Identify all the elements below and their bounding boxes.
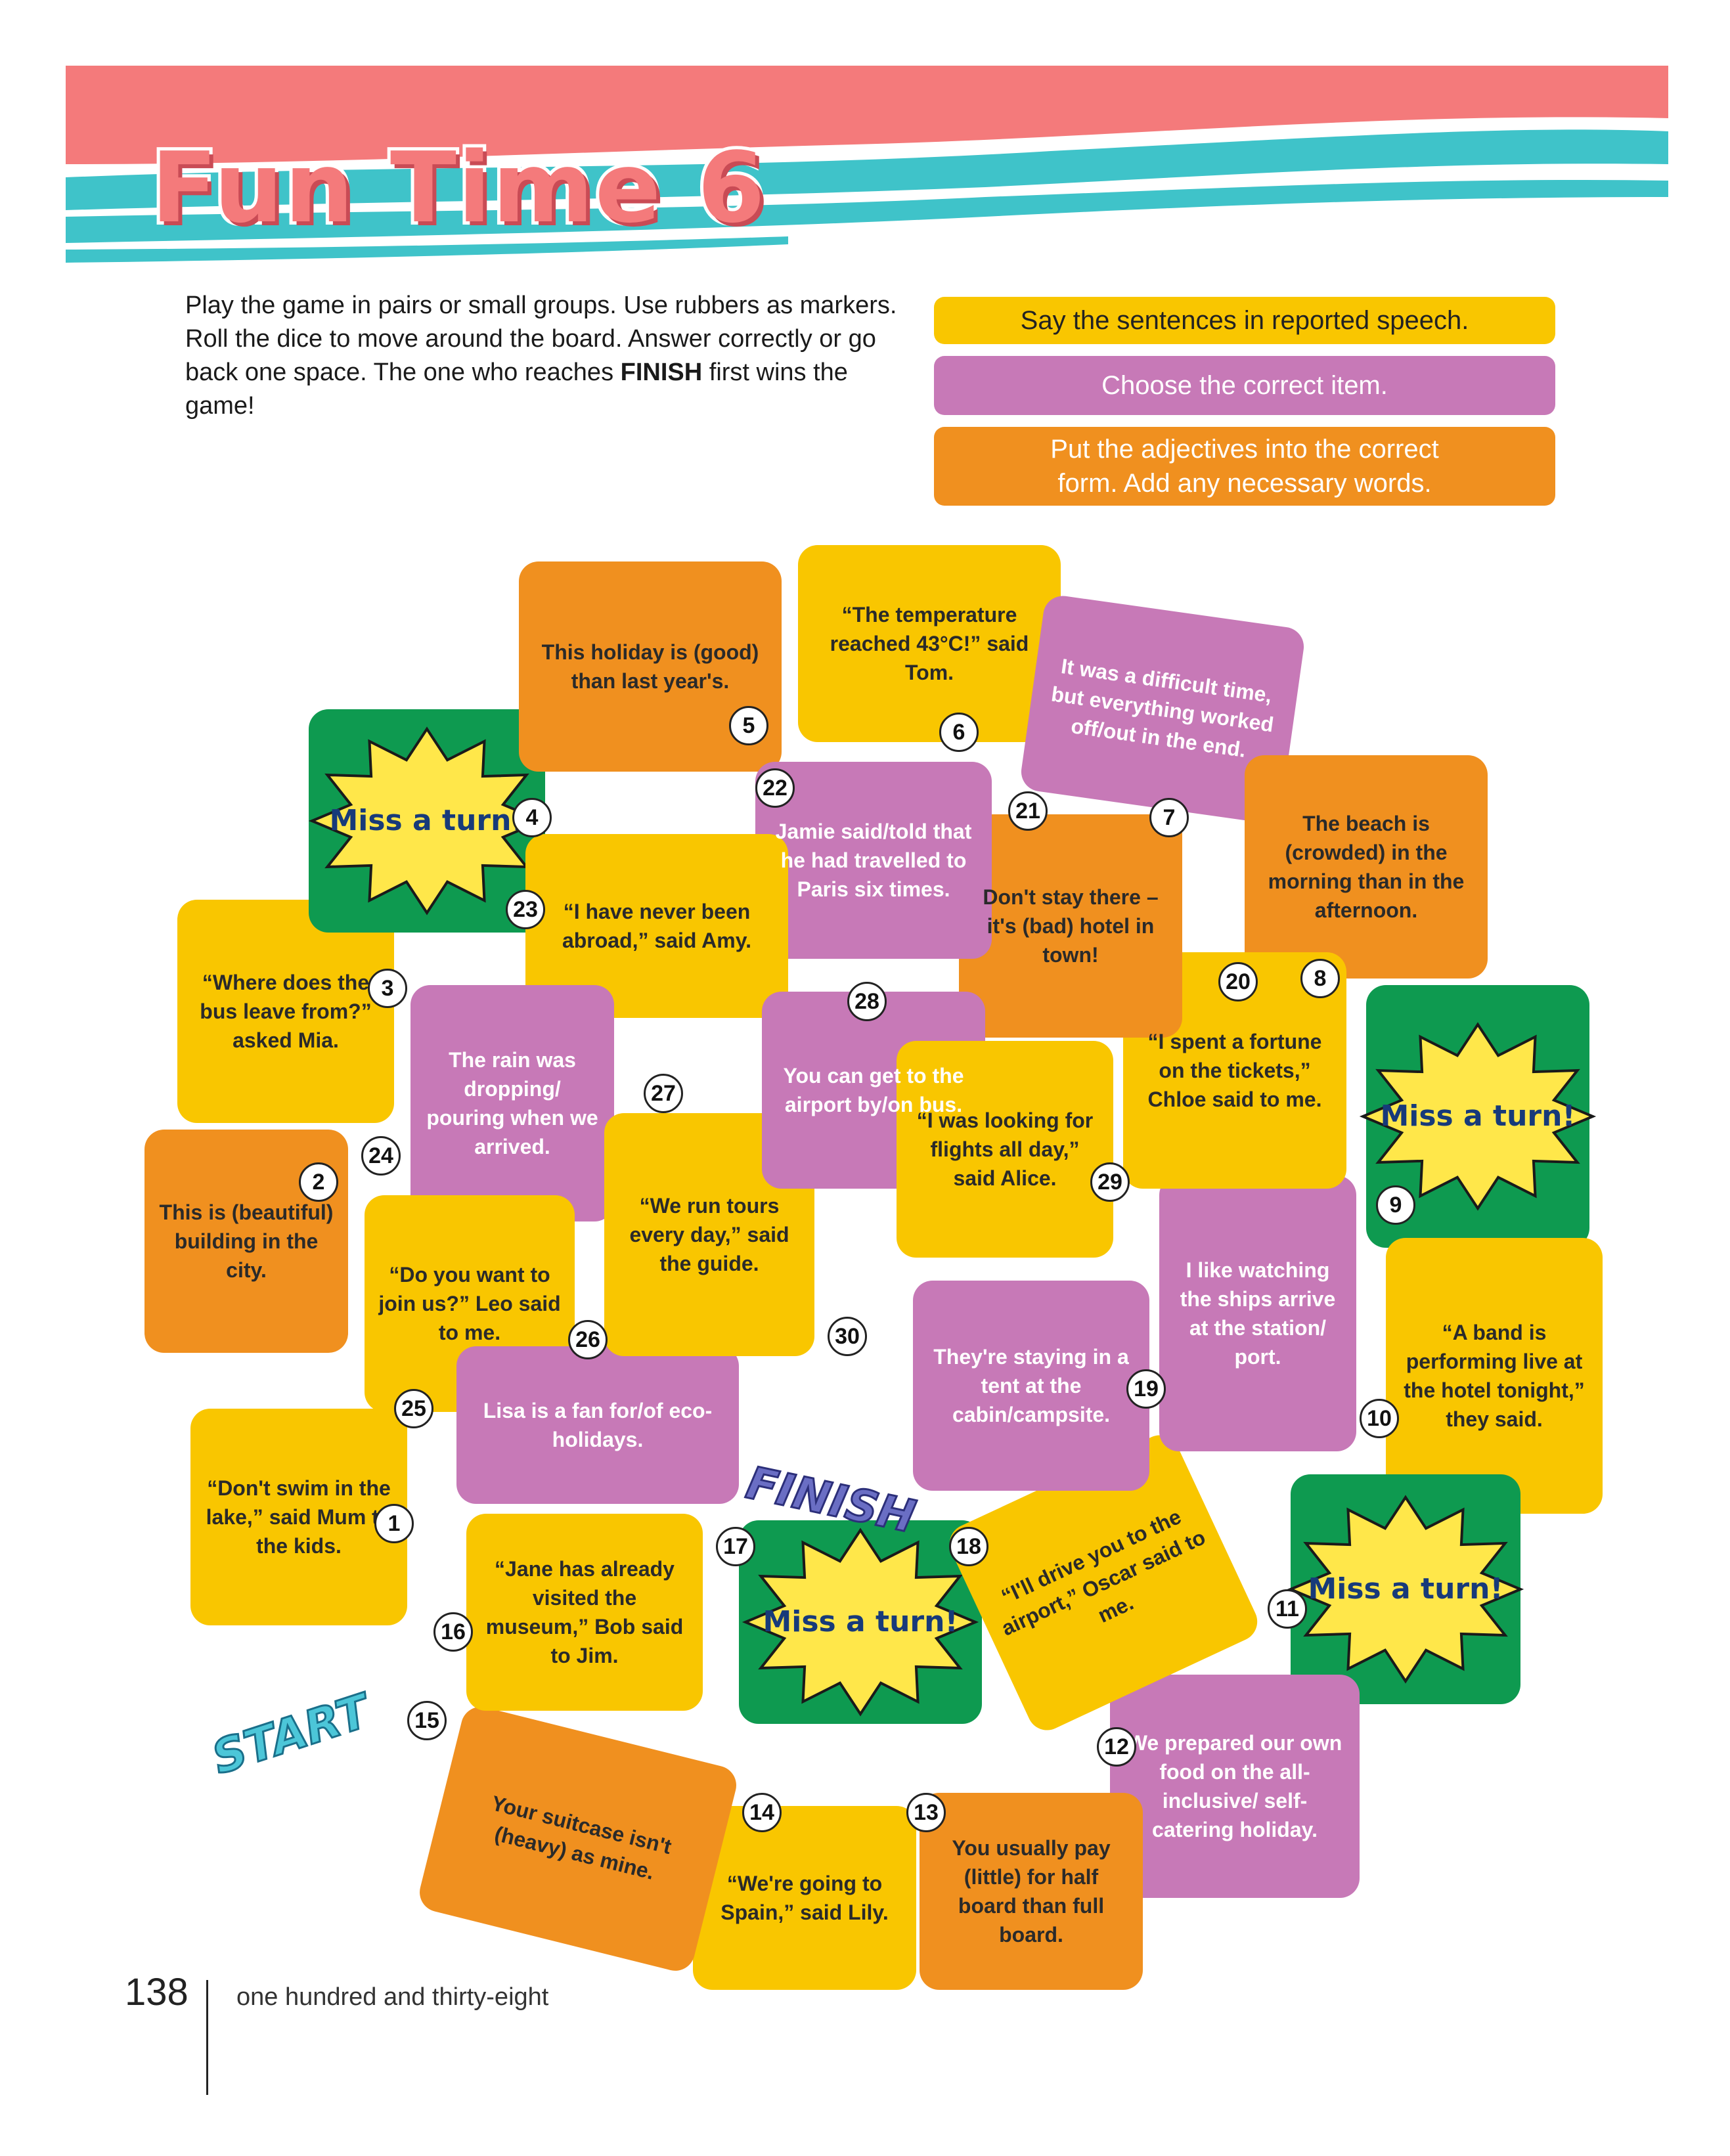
- board-space-6: “The temperature reached 43°C!” said Tom…: [830, 603, 1029, 684]
- space-number-8: 8: [1300, 959, 1340, 998]
- space-number-12: 12: [1097, 1727, 1136, 1767]
- space-number-28: 28: [847, 982, 887, 1021]
- space-shape-23: [525, 834, 788, 1018]
- space-shape-5: [519, 561, 782, 772]
- board-space-4: Miss a turn!: [329, 804, 525, 837]
- page-number-words: one hundred and thirty-eight: [236, 1983, 549, 2011]
- board-space-23: “I have never been abroad,” said Amy.: [562, 900, 752, 952]
- space-number-1: 1: [374, 1504, 414, 1543]
- space-shape-27: [604, 1113, 814, 1356]
- board-space-30: They're staying in a tent at the cabin/c…: [933, 1345, 1129, 1426]
- board-space-24: The rain was dropping/ pouring when we a…: [426, 1048, 598, 1158]
- space-number-15: 15: [407, 1701, 447, 1740]
- space-number-2: 2: [299, 1162, 338, 1202]
- page-number: 138: [125, 1971, 189, 2013]
- space-number-24: 24: [361, 1136, 401, 1176]
- space-number-30: 30: [828, 1317, 867, 1356]
- space-number-13: 13: [906, 1793, 946, 1832]
- header-banner: [66, 66, 1668, 263]
- space-shape-30: [913, 1281, 1149, 1491]
- board-space-9: Miss a turn!: [1380, 1099, 1576, 1133]
- space-number-4: 4: [512, 798, 552, 837]
- legend-reported-speech: Say the sentences in reported speech.: [934, 297, 1555, 344]
- space-number-6: 6: [939, 713, 979, 752]
- space-number-23: 23: [506, 890, 545, 929]
- space-number-29: 29: [1090, 1162, 1130, 1202]
- miss-turn-starburst-9: [1359, 1022, 1597, 1211]
- space-number-17: 17: [716, 1527, 755, 1566]
- space-number-10: 10: [1360, 1399, 1399, 1438]
- space-shape-29: [897, 1041, 1113, 1258]
- board-space-1: “Don't swim in the lake,” said Mum to th…: [206, 1476, 392, 1558]
- board-space-3: “Where does the bus leave from?” asked M…: [200, 971, 372, 1052]
- space-number-5: 5: [729, 706, 768, 745]
- board-space-17: Miss a turn!: [763, 1605, 958, 1639]
- space-number-26: 26: [568, 1320, 608, 1359]
- board-space-27: “We run tours every day,” said the guide…: [629, 1194, 789, 1275]
- space-shape-16: [466, 1514, 703, 1711]
- legend-adjectives-label: Put the adjectives into the correct form…: [1050, 435, 1439, 498]
- space-shape-2: [144, 1130, 348, 1353]
- space-number-11: 11: [1268, 1589, 1307, 1629]
- space-number-7: 7: [1149, 798, 1189, 837]
- board-space-12: We prepared our own food on the all-incl…: [1127, 1731, 1342, 1841]
- board-space-22: Jamie said/told that he had travelled to…: [775, 820, 972, 901]
- board-space-2: This is (beautiful) building in the city…: [159, 1200, 334, 1282]
- space-shape-19: [1159, 1176, 1356, 1451]
- board-space-11: Miss a turn!: [1308, 1572, 1503, 1606]
- space-shape-21: [959, 814, 1182, 1038]
- space-number-16: 16: [433, 1612, 473, 1652]
- miss-turn-starburst-17: [742, 1528, 979, 1717]
- space-number-3: 3: [368, 969, 407, 1008]
- space-shape-13: [920, 1793, 1143, 1990]
- space-shape-26: [456, 1346, 739, 1504]
- space-number-14: 14: [742, 1793, 782, 1832]
- instructions-text: Play the game in pairs or small groups. …: [185, 292, 897, 386]
- page-title: Fun Time 6: [148, 128, 768, 248]
- space-shape-10: [1386, 1238, 1603, 1514]
- legend-adjectives: Put the adjectives into the correct form…: [934, 427, 1555, 506]
- board-space-21: Don't stay there – it's (bad) hotel in t…: [983, 885, 1159, 967]
- board-space-5: This holiday is (good) than last year's.: [541, 640, 759, 693]
- board-space-28: You can get to the airport by/on bus.: [783, 1064, 964, 1116]
- board-space-20: “I spent a fortune on the tickets,” Chlo…: [1147, 1030, 1322, 1111]
- space-number-21: 21: [1008, 791, 1048, 831]
- space-number-27: 27: [644, 1074, 683, 1113]
- board-space-10: “A band is performing live at the hotel …: [1404, 1321, 1585, 1431]
- space-shape-14: [693, 1806, 916, 1990]
- footer-divider: [206, 1980, 208, 2095]
- game-board: [144, 545, 1603, 1990]
- space-shape-7: [1021, 596, 1304, 823]
- board-space-13: You usually pay (little) for half board …: [952, 1836, 1111, 1947]
- space-shape-8: [1245, 755, 1488, 979]
- space-shape-1: [190, 1409, 407, 1625]
- space-shape-18: [949, 1435, 1258, 1730]
- legend-correct-item: Choose the correct item.: [934, 356, 1555, 415]
- board-space-14: “We're going to Spain,” said Lily.: [721, 1872, 889, 1924]
- board-space-25: “Do you want to join us?” Leo said to me…: [378, 1263, 561, 1344]
- space-shape-24: [410, 985, 614, 1221]
- space-number-20: 20: [1218, 962, 1258, 1001]
- space-shape-15: [420, 1707, 736, 1971]
- board-space-7: It was a difficult time, but everything …: [1050, 654, 1275, 762]
- board-space-26: Lisa is a fan for/of eco-holidays.: [483, 1399, 713, 1451]
- board-space-8: The beach is (crowded) in the morning th…: [1268, 812, 1465, 922]
- miss-turn-starburst-4: [308, 726, 546, 915]
- instructions: Play the game in pairs or small groups. …: [185, 289, 914, 423]
- space-shape-22: [755, 762, 992, 959]
- space-number-19: 19: [1126, 1369, 1166, 1409]
- space-number-18: 18: [949, 1527, 988, 1566]
- instructions-finish: FINISH: [620, 359, 703, 386]
- space-number-9: 9: [1376, 1185, 1415, 1225]
- space-number-25: 25: [394, 1389, 433, 1428]
- board-space-16: “Jane has already visited the museum,” B…: [485, 1557, 684, 1667]
- space-shape-3: [177, 900, 394, 1123]
- instructions-end: first wins the game!: [185, 359, 848, 420]
- board-space-19: I like watching the ships arrive at the …: [1180, 1258, 1336, 1369]
- board-space-29: “I was looking for flights all day,” sai…: [916, 1109, 1094, 1190]
- space-number-22: 22: [755, 768, 795, 808]
- space-shape-12: [1110, 1675, 1360, 1898]
- space-shape-6: [798, 545, 1061, 742]
